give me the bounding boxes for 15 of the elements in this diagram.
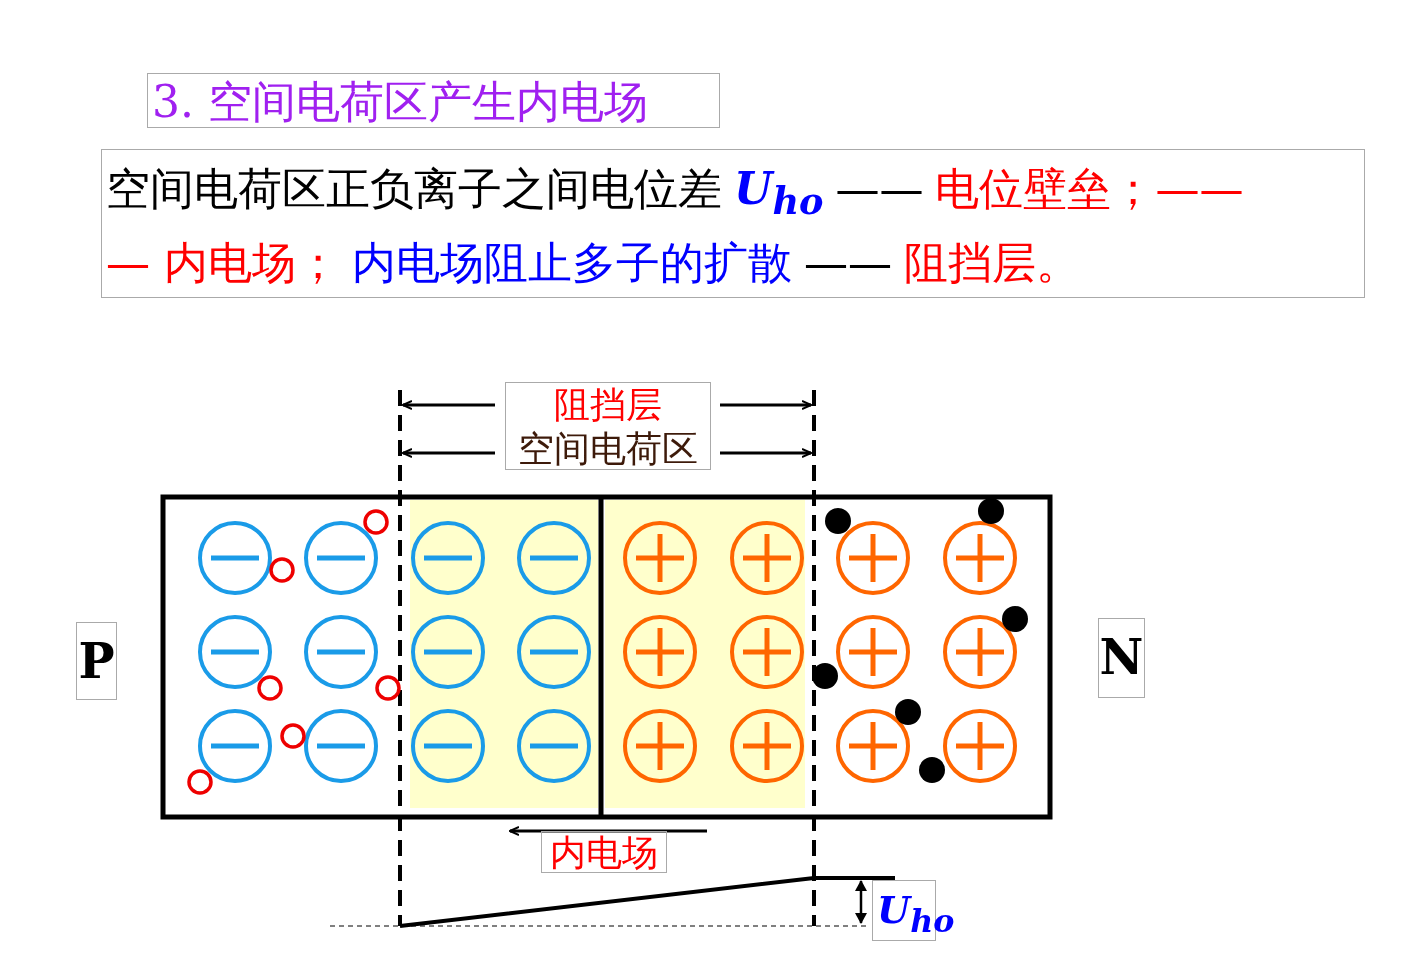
- title: 3. 空间电荷区产生内电场: [152, 75, 648, 129]
- region-label: N: [1099, 631, 1144, 683]
- text: 电位壁垒；——: [935, 163, 1244, 214]
- text: 空间电荷区正负离子之间电位差: [106, 163, 722, 214]
- region-label: 空间电荷区: [517, 427, 699, 471]
- text: ——: [835, 163, 924, 214]
- text: 内电场阻止多子的扩散: [352, 237, 792, 288]
- region-label: P: [77, 635, 116, 687]
- field-label: 内电场: [549, 832, 659, 874]
- text: — 内电场；: [106, 237, 340, 288]
- symbol-label: U$_{ho}$: [877, 886, 955, 941]
- region-label: 阻挡层: [553, 383, 663, 427]
- text: 阻挡层。: [904, 237, 1080, 288]
- text: ——: [804, 237, 892, 288]
- symbol-label: U$_{ho}$: [734, 163, 824, 214]
